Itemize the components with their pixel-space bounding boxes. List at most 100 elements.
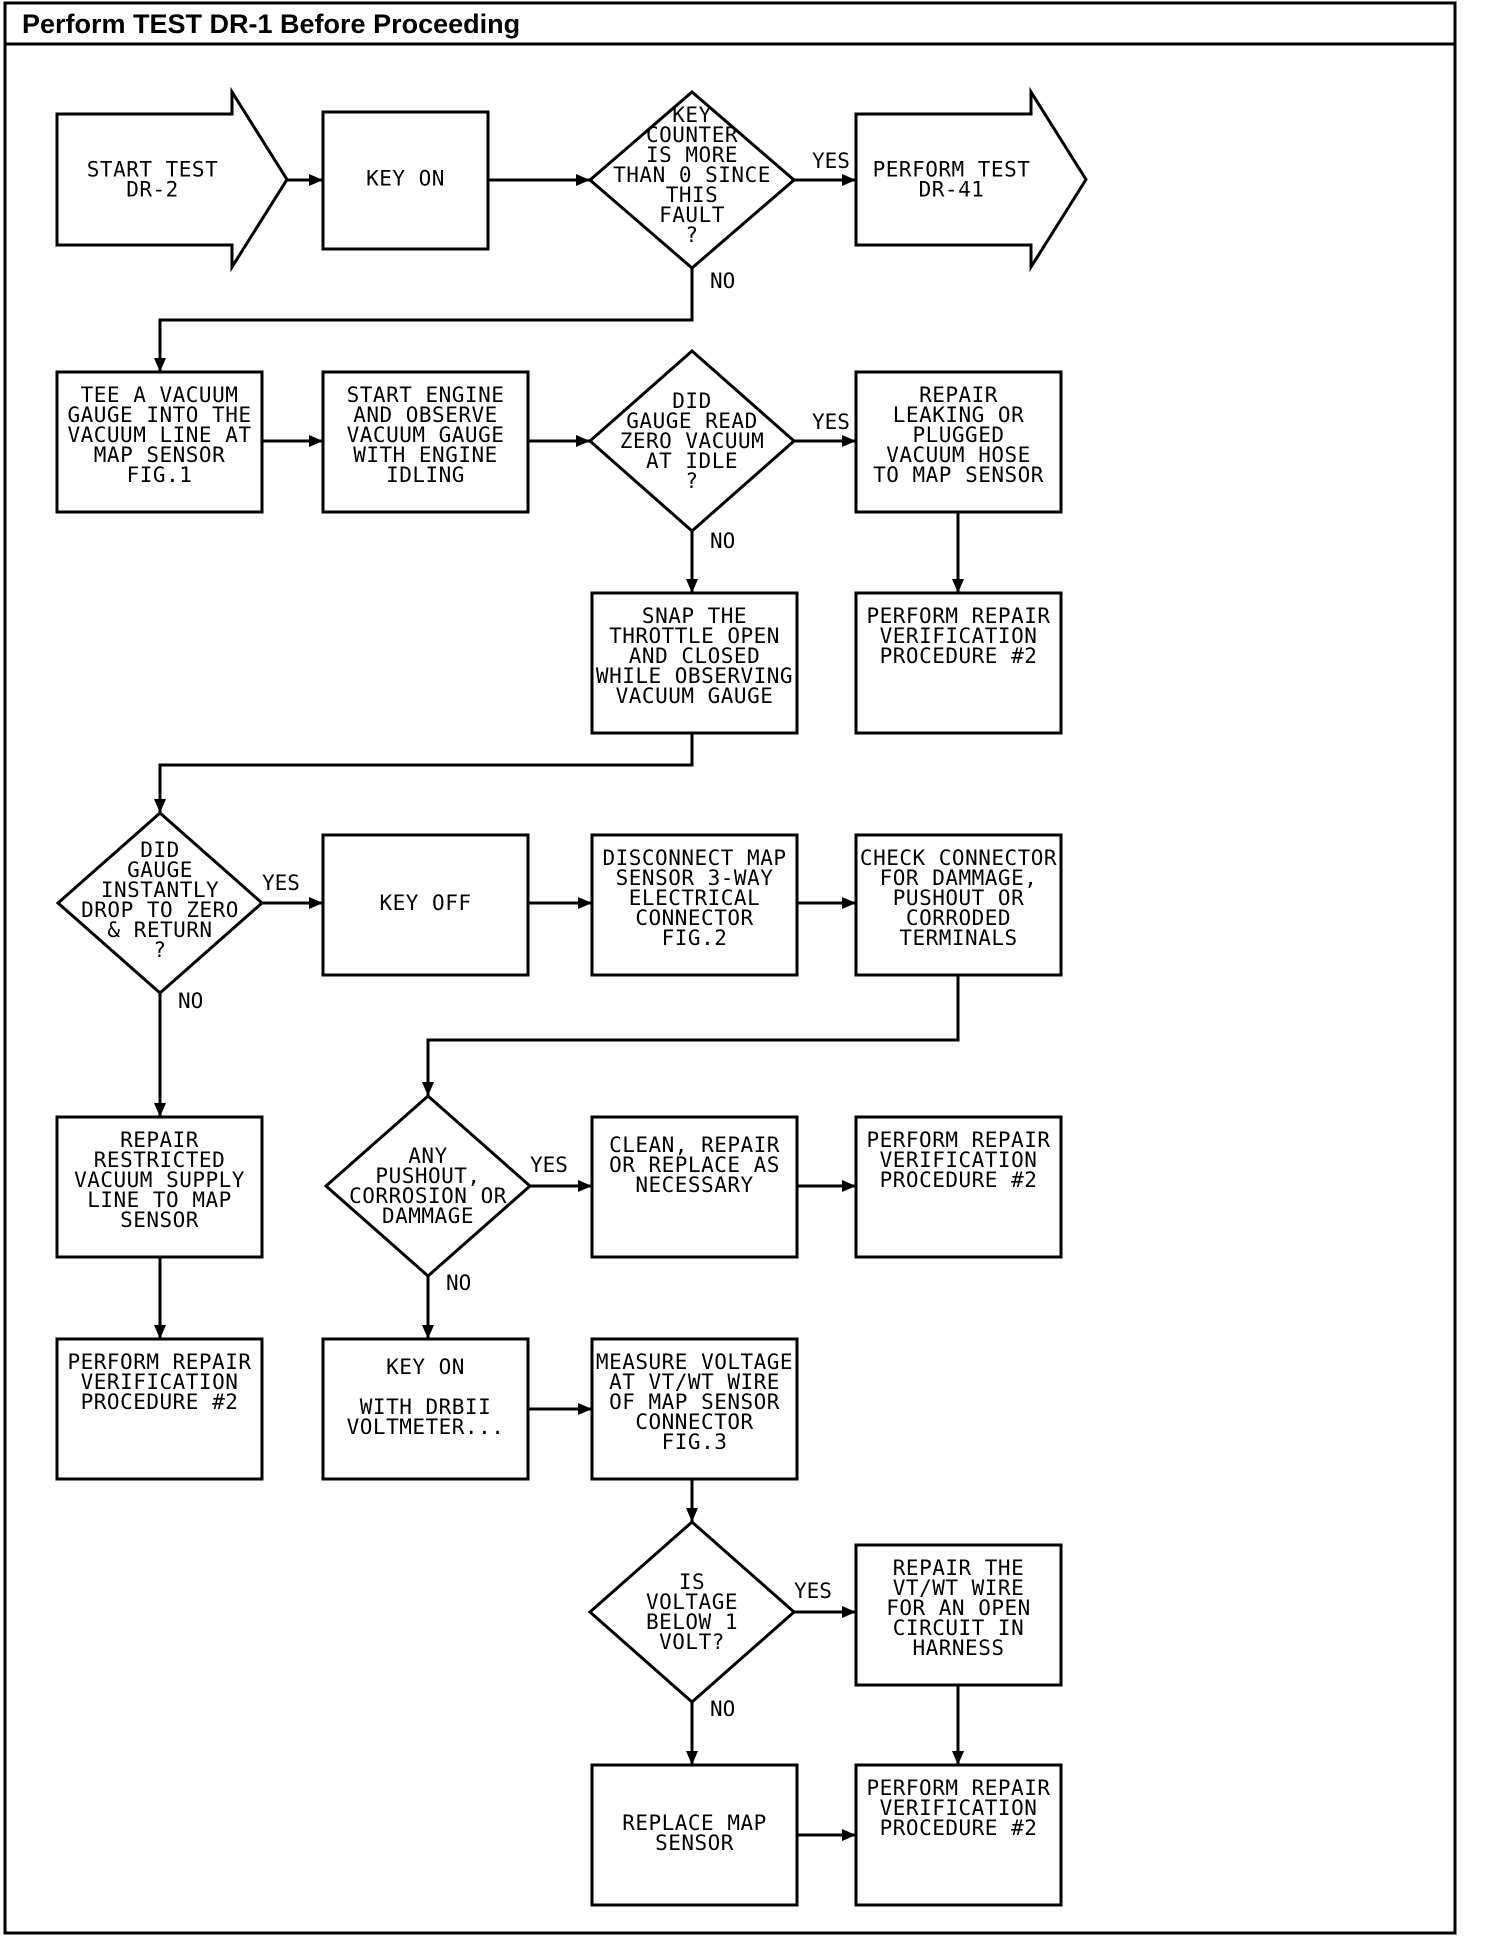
branch-label-voltage-yes: YES <box>794 1579 832 1603</box>
terminal-arrow <box>55 86 289 273</box>
connector <box>158 268 694 372</box>
arrowhead <box>686 1751 698 1765</box>
node-text-line: VT/WT WIRE <box>893 1576 1024 1600</box>
process-box <box>55 370 264 514</box>
node-text-line: AT VT/WT WIRE <box>609 1370 780 1394</box>
node-text-line: REPAIR <box>919 383 998 407</box>
node-text-line: COUNTER <box>646 123 738 147</box>
node-text-line: VACUUM HOSE <box>886 443 1031 467</box>
node-text-line: LINE TO MAP <box>87 1188 232 1212</box>
node-text-line: PROCEDURE #2 <box>880 1816 1038 1840</box>
node-text-line: THROTTLE OPEN <box>609 624 780 648</box>
arrowhead <box>576 174 590 186</box>
arrowhead <box>842 897 856 909</box>
node-text-line: IDLING <box>386 463 465 487</box>
branch-label-any-pushout-yes: YES <box>530 1153 568 1177</box>
node-text-line: THAN 0 SINCE <box>613 163 771 187</box>
node-text-line: SNAP THE <box>642 604 747 628</box>
branch-label-voltage-no: NO <box>710 1697 735 1721</box>
process-box <box>590 1115 799 1259</box>
node-text-line: AND OBSERVE <box>353 403 498 427</box>
arrowhead <box>952 1751 964 1765</box>
node-text-line: CIRCUIT IN <box>893 1616 1024 1640</box>
node-text-line: DID <box>672 389 711 413</box>
node-text-line: REPAIR <box>120 1128 199 1152</box>
node-text-line: ? <box>153 938 166 962</box>
node-text-line: THIS <box>666 183 719 207</box>
node-text-line: KEY <box>672 103 711 127</box>
arrowhead <box>578 897 592 909</box>
node-text-line: OR REPLACE AS <box>609 1153 780 1177</box>
node-text-line: CONNECTOR <box>635 906 753 930</box>
node-text-line: FIG.1 <box>127 463 193 487</box>
node-text-line: TO MAP SENSOR <box>873 463 1044 487</box>
node-text-line: FOR DAMMAGE, <box>880 866 1038 890</box>
connector <box>158 733 694 813</box>
arrowhead <box>576 435 590 447</box>
node-text-line: MAP SENSOR <box>94 443 225 467</box>
node-text-line: VOLTMETER... <box>347 1415 505 1439</box>
process-box <box>854 1115 1063 1259</box>
process-box <box>321 833 530 977</box>
node-text-line: FOR AN OPEN <box>886 1596 1031 1620</box>
terminal-arrow <box>854 86 1088 273</box>
process-box <box>590 1763 799 1907</box>
node-text-line: FIG.3 <box>662 1430 728 1454</box>
node-text-line: CHECK CONNECTOR <box>860 846 1057 870</box>
decision-diamond <box>55 810 265 996</box>
node-text-line: DAMMAGE <box>382 1204 474 1228</box>
arrowhead <box>578 1180 592 1192</box>
branch-label-any-pushout-no: NO <box>446 1271 471 1295</box>
node-text-line: SENSOR <box>655 1831 734 1855</box>
node-text-line: RESTRICTED <box>94 1148 225 1172</box>
node-text-line: LEAKING OR <box>893 403 1024 427</box>
node-text-line: VERIFICATION <box>880 1148 1038 1172</box>
node-text-line: FIG.2 <box>662 926 728 950</box>
arrowhead <box>154 799 166 813</box>
arrowhead <box>422 1325 434 1339</box>
process-box <box>590 833 799 977</box>
arrowhead <box>309 174 323 186</box>
branch-label-gauge-zero-yes: YES <box>812 410 850 434</box>
branch-label-gauge-zero-no: NO <box>710 529 735 553</box>
node-text-line: PERFORM REPAIR <box>866 1776 1050 1800</box>
node-text-line: VACUUM GAUGE <box>616 684 774 708</box>
node-text-line: ? <box>685 223 698 247</box>
node-text-line: PERFORM REPAIR <box>866 1128 1050 1152</box>
decision-diamond <box>587 348 797 534</box>
node-text-line: GAUGE INTO THE <box>67 403 251 427</box>
node-text-line: DR-41 <box>919 178 985 202</box>
node-text-line: AT IDLE <box>646 449 738 473</box>
process-box <box>321 110 490 251</box>
node-text-line: DROP TO ZERO <box>81 898 239 922</box>
arrowhead <box>842 1180 856 1192</box>
node-text-line: PROCEDURE #2 <box>880 644 1038 668</box>
node-text-line: OF MAP SENSOR <box>609 1390 780 1414</box>
branch-label-gauge-drop-no: NO <box>178 989 203 1013</box>
node-text-line: CLEAN, REPAIR <box>609 1133 780 1157</box>
node-text-line: ? <box>685 469 698 493</box>
node-text-line: AND CLOSED <box>629 644 760 668</box>
node-text-line: PROCEDURE #2 <box>880 1168 1038 1192</box>
process-box <box>854 1763 1063 1907</box>
node-text-line: INSTANTLY <box>101 878 219 902</box>
node-text-line: START TEST <box>87 158 218 182</box>
node-text-line: TEE A VACUUM <box>81 383 239 407</box>
node-text-line: VACUUM SUPPLY <box>74 1168 245 1192</box>
